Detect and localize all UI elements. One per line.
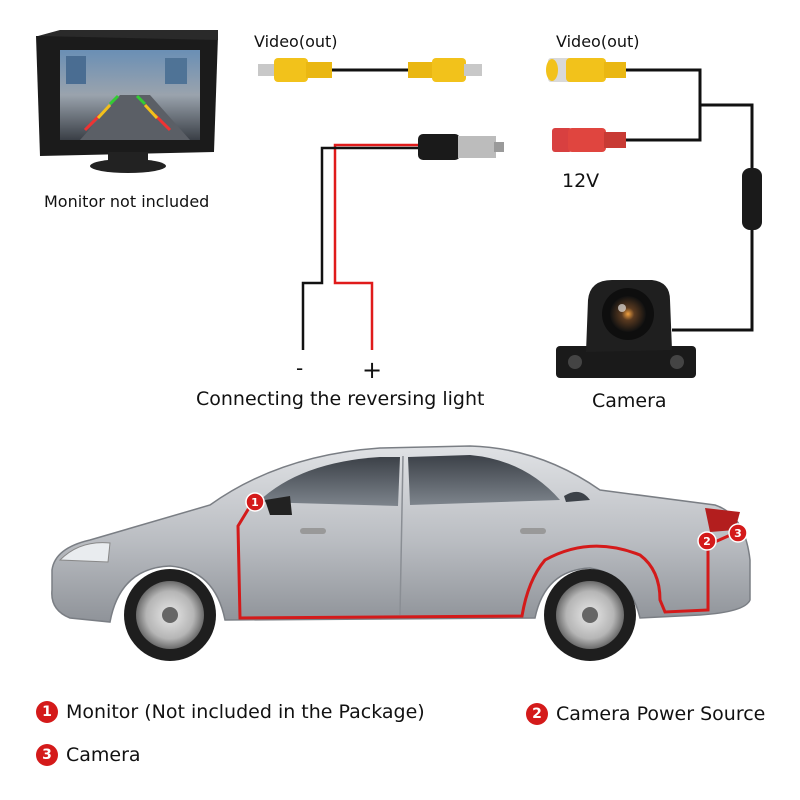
video-out-label-right: Video(out): [556, 32, 640, 51]
legend-badge-3: 3: [36, 744, 58, 766]
monitor-note-label: Monitor not included: [44, 192, 210, 211]
power-wires: [301, 134, 504, 350]
plus-label: +: [362, 356, 383, 384]
marker-3: 3: [728, 523, 748, 543]
reversing-light-label: Connecting the reversing light: [196, 388, 485, 410]
12v-label: 12V: [562, 170, 600, 192]
car-illustration: [51, 445, 751, 661]
marker-1-text: 1: [251, 496, 259, 509]
rca-video-cable: [258, 58, 482, 82]
legend-text-2: Camera Power Source: [556, 703, 766, 725]
marker-2-text: 2: [703, 535, 711, 548]
legend-badge-1: 1: [36, 701, 58, 723]
video-out-label-left: Video(out): [254, 32, 338, 51]
monitor-illustration: [36, 30, 218, 173]
legend-item-camera: 3 Camera: [36, 744, 141, 766]
legend-item-power: 2 Camera Power Source: [526, 703, 765, 725]
camera-label: Camera: [592, 390, 667, 412]
marker-2: 2: [697, 531, 717, 551]
camera-illustration: [556, 280, 696, 378]
legend-badge-2: 2: [526, 703, 548, 725]
legend-item-monitor: 1 Monitor (Not included in the Package): [36, 701, 425, 723]
minus-label: -: [296, 356, 304, 380]
marker-3-text: 3: [734, 527, 742, 540]
legend-text-1: Monitor (Not included in the Package): [66, 701, 425, 723]
wiring-route: [236, 502, 736, 620]
marker-1: 1: [245, 492, 265, 512]
camera-cable: [546, 58, 762, 332]
legend-text-3: Camera: [66, 744, 141, 766]
